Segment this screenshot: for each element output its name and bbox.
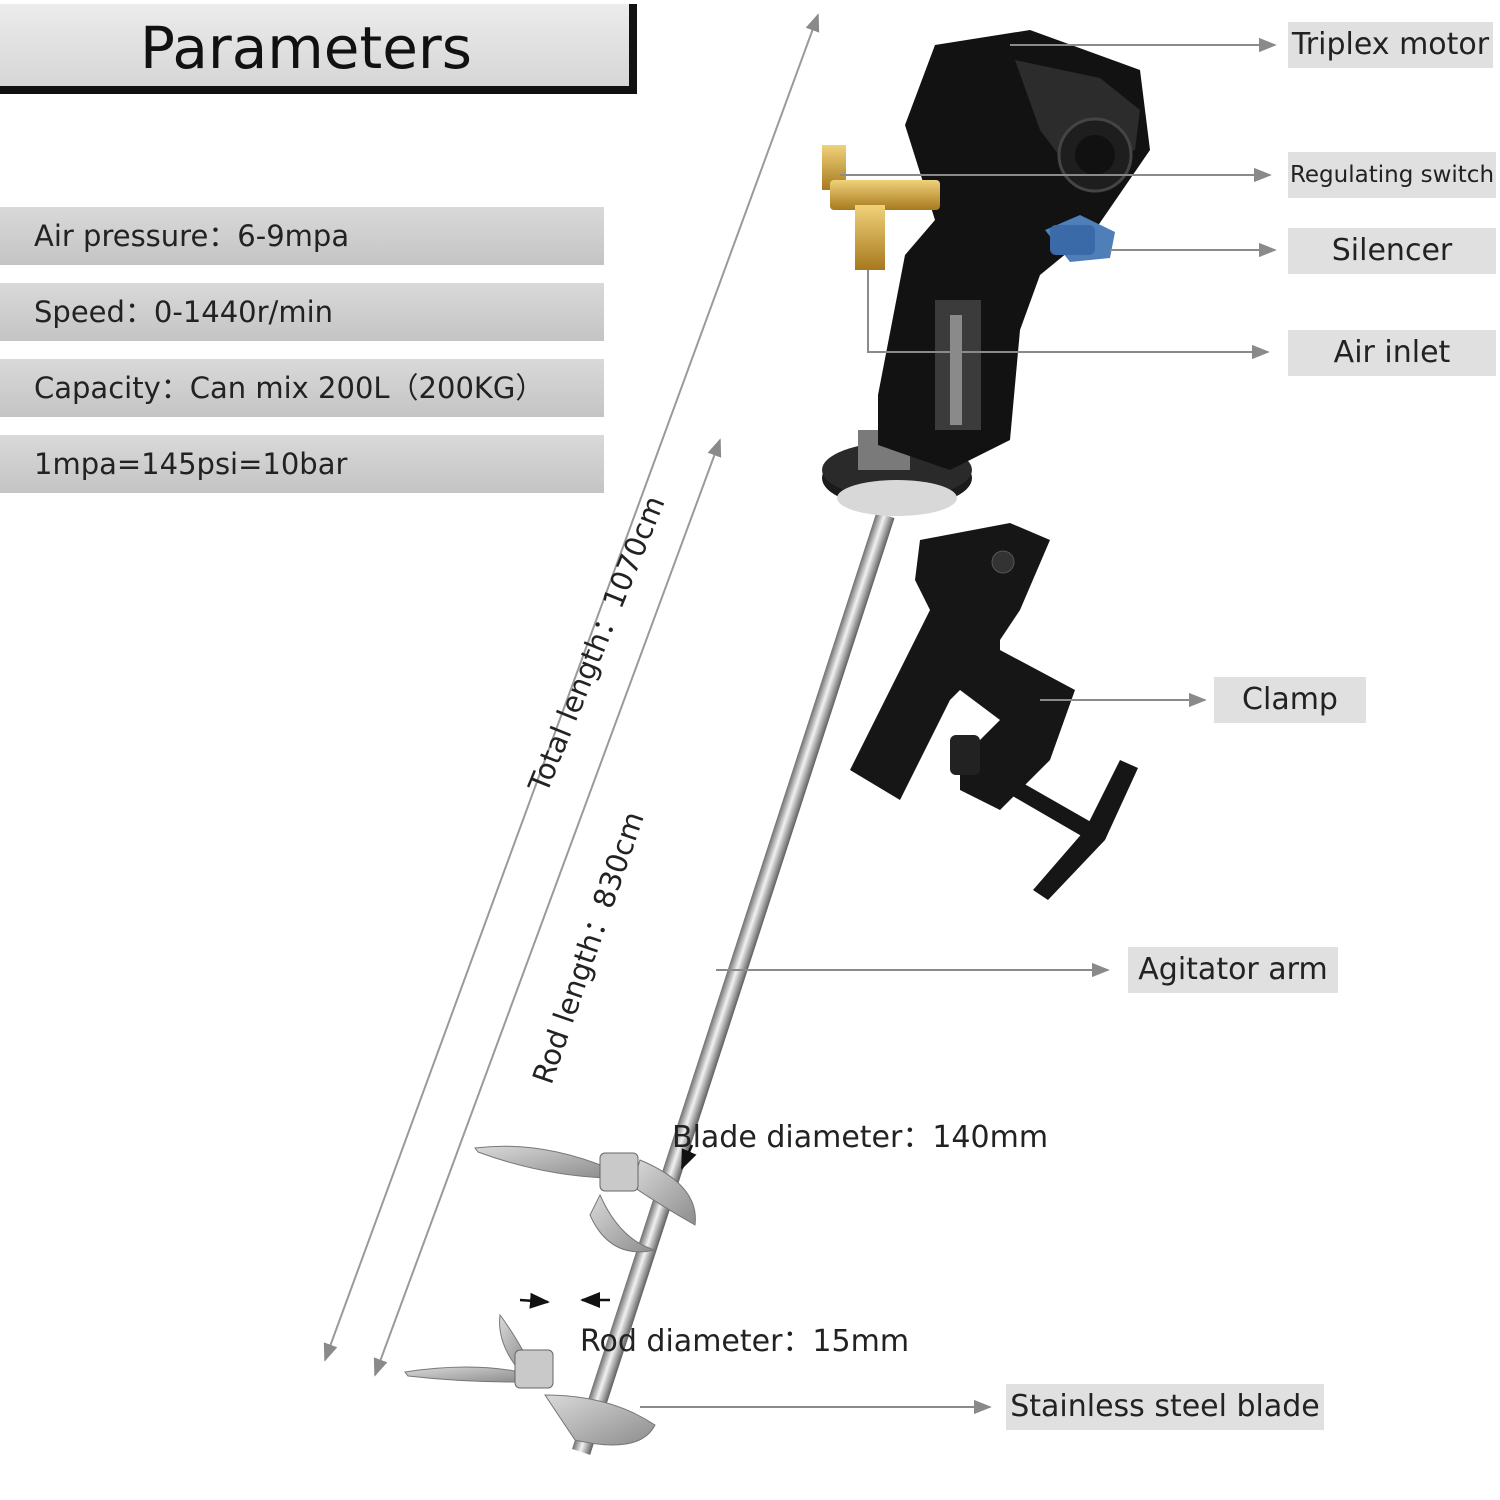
upper-blade-set (474, 1145, 696, 1253)
agitator-rod (572, 512, 895, 1455)
brass-fitting (822, 145, 940, 270)
label-silencer: Silencer (1288, 228, 1496, 274)
label-agitator-arm: Agitator arm (1128, 947, 1338, 993)
label-regulating-switch: Regulating switch (1288, 152, 1496, 198)
label-triplex-motor: Triplex motor (1288, 22, 1493, 68)
lower-blade-set (404, 1313, 656, 1446)
motor-body (878, 30, 1150, 470)
label-clamp: Clamp (1214, 677, 1366, 723)
blade-diameter-label: Blade diameter：140mm (672, 1120, 1049, 1155)
clamp-assembly (850, 523, 1138, 900)
label-air-inlet: Air inlet (1288, 330, 1496, 376)
label-stainless-steel-blade: Stainless steel blade (1006, 1384, 1324, 1430)
blade-diameter-arrow (680, 1144, 697, 1170)
rod-diameter-arrow-left (519, 1292, 550, 1309)
rod-length-dimension-line (373, 438, 722, 1377)
rod-diameter-label: Rod diameter：15mm (580, 1324, 910, 1359)
air-inlet-pointer (867, 270, 1270, 360)
